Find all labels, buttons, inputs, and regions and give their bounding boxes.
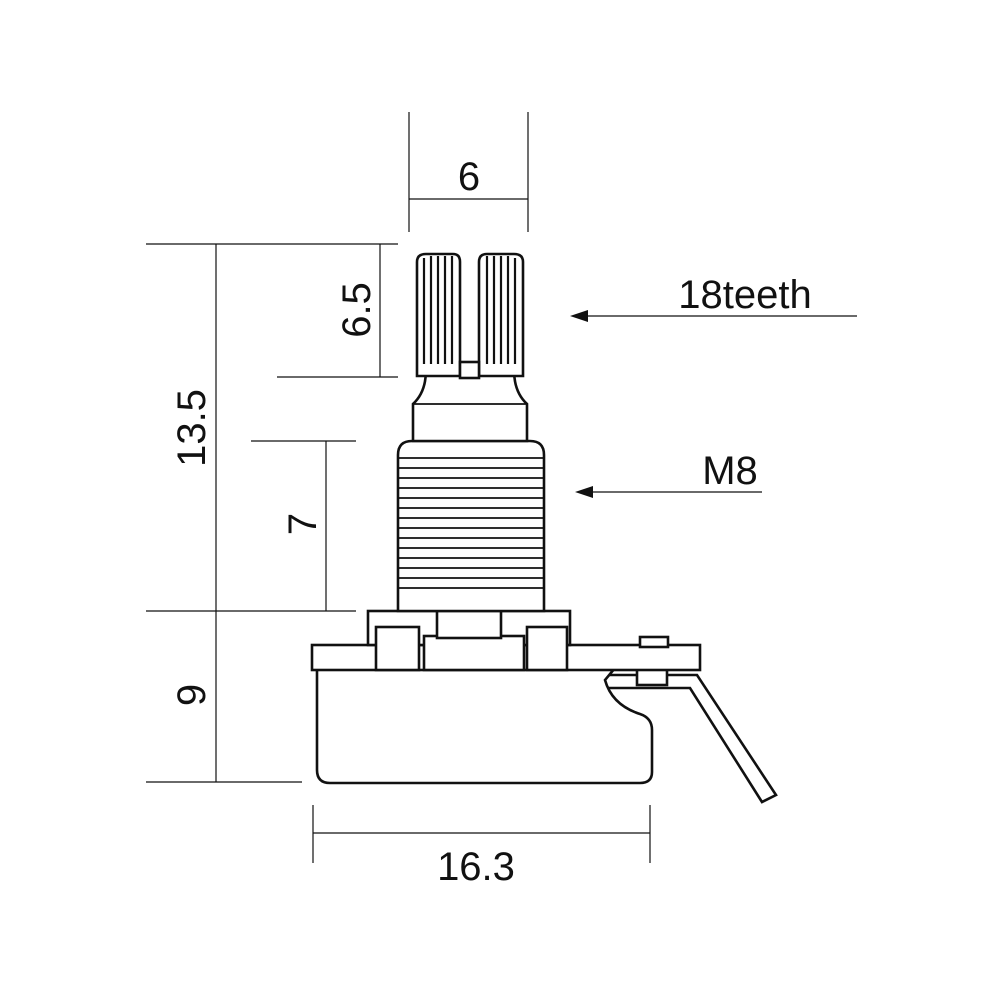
label-shaft-height: 13.5: [170, 389, 214, 467]
shaft-neck: [411, 368, 529, 443]
dim-body-height: 9: [146, 684, 302, 783]
plate-tab: [638, 635, 670, 649]
dim-thread-height: 7: [251, 440, 356, 611]
body-can: [315, 666, 654, 785]
label-body-height: 9: [170, 684, 214, 706]
dim-shaft-height: 13.5: [146, 243, 356, 782]
potentiometer-outline: [310, 252, 778, 804]
label-knurl-height: 6.5: [335, 282, 379, 338]
threaded-bushing: [396, 439, 546, 613]
flange-tooth-right: [525, 625, 569, 672]
thread-lines: [398, 457, 544, 589]
callout-teeth: 18teeth: [570, 273, 857, 322]
flange-center-block: [422, 634, 526, 672]
dim-knurl-height: 6.5: [216, 243, 398, 378]
label-teeth: 18teeth: [678, 273, 811, 317]
dim-shaft-width: 6: [408, 112, 529, 232]
callout-thread: M8: [575, 449, 762, 498]
flange-tooth-left: [374, 625, 421, 672]
arrow-head-icon: [570, 310, 588, 322]
flange-center-post: [435, 609, 503, 640]
arrow-head-icon: [575, 486, 593, 498]
label-shaft-width: 6: [458, 155, 480, 199]
shaft-slot-bottom: [458, 360, 481, 380]
knurl-teeth: [422, 256, 517, 364]
label-body-width: 16.3: [437, 845, 515, 889]
label-thread-height: 7: [281, 513, 325, 535]
label-thread: M8: [702, 449, 758, 493]
dim-body-width: 16.3: [312, 805, 651, 889]
